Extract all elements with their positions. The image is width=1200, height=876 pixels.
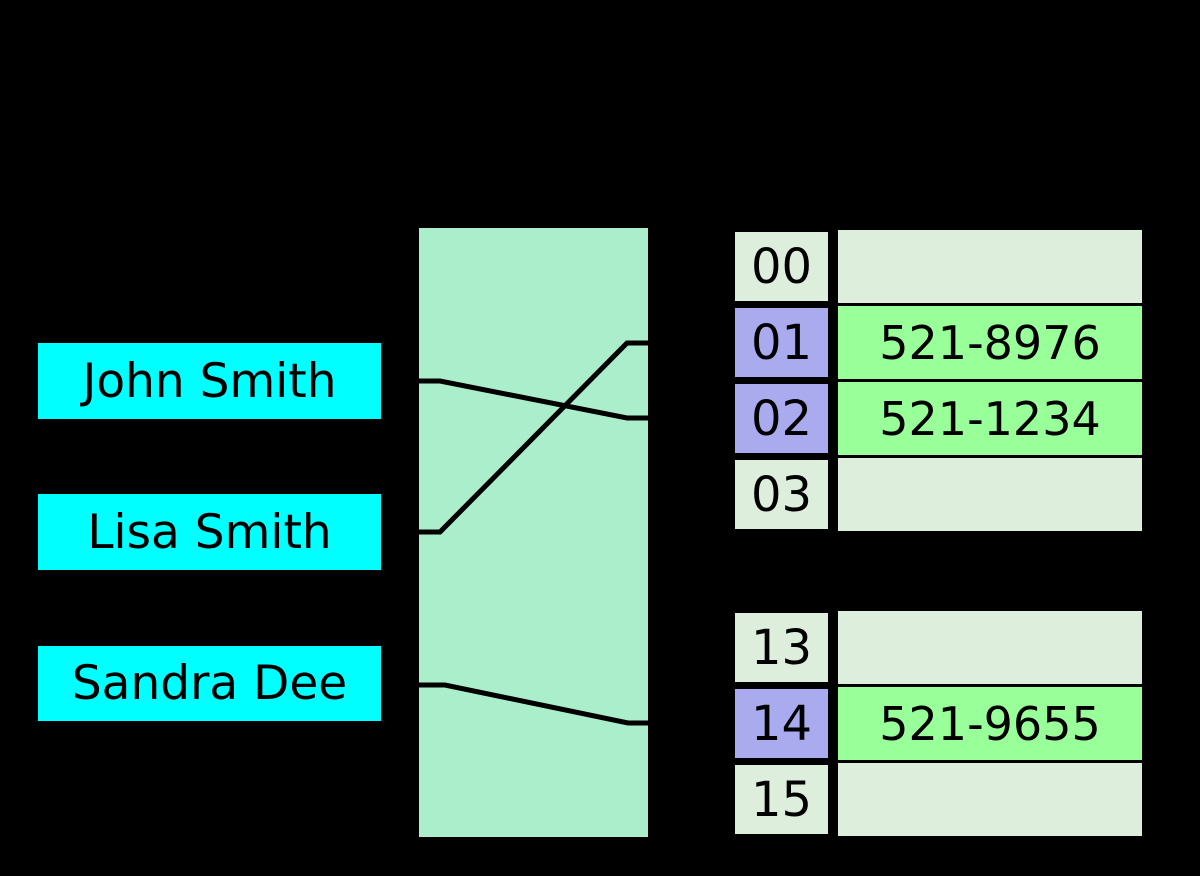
bucket-index-03: 03 bbox=[735, 460, 828, 529]
bucket-value-00 bbox=[838, 230, 1142, 303]
bucket-index-15: 15 bbox=[735, 765, 828, 834]
key-box-lisa-smith: Lisa Smith bbox=[38, 494, 381, 570]
bucket-index-14: 14 bbox=[735, 689, 828, 758]
bucket-index-00: 00 bbox=[735, 232, 828, 301]
bucket-value-01: 521-8976 bbox=[838, 306, 1142, 379]
key-box-sandra-dee: Sandra Dee bbox=[38, 646, 381, 721]
bucket-value-02: 521-1234 bbox=[838, 382, 1142, 455]
hash-function-box bbox=[419, 228, 648, 837]
bucket-value-03 bbox=[838, 458, 1142, 531]
bucket-value-13 bbox=[838, 611, 1142, 684]
bucket-index-01: 01 bbox=[735, 308, 828, 377]
key-box-john-smith: John Smith bbox=[38, 343, 381, 419]
bucket-index-13: 13 bbox=[735, 613, 828, 682]
bucket-value-14: 521-9655 bbox=[838, 687, 1142, 760]
bucket-index-02: 02 bbox=[735, 384, 828, 453]
bucket-value-15 bbox=[838, 763, 1142, 836]
